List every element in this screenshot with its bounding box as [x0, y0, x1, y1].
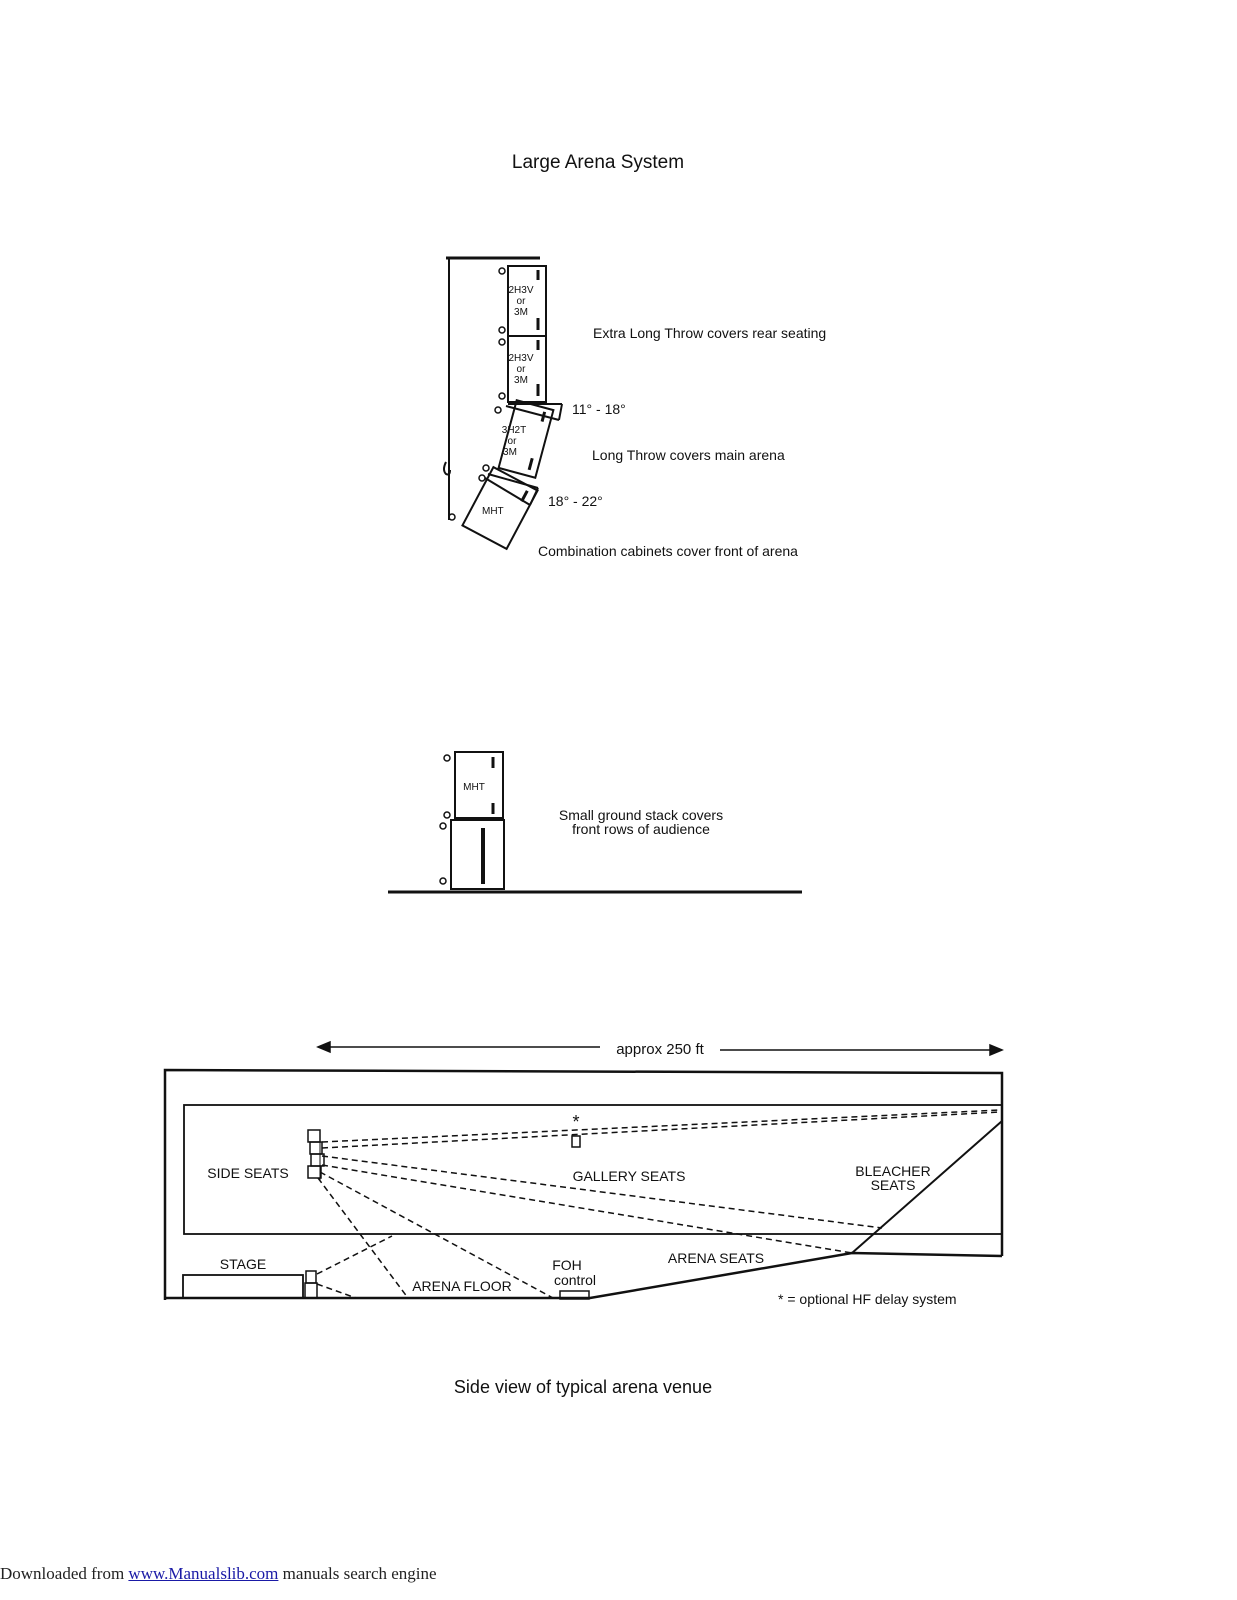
arrow-left-icon — [316, 1040, 331, 1054]
footer: Downloaded from www.Manualslib.com manua… — [0, 1564, 437, 1584]
cabinet-4 — [461, 465, 539, 551]
svg-text:3M: 3M — [514, 307, 528, 318]
coverage-line — [321, 1111, 1001, 1149]
coverage-line — [317, 1177, 409, 1299]
cabinet-1 — [507, 265, 547, 337]
gallery-seats-label: GALLERY SEATS — [573, 1168, 686, 1184]
svg-text:3H2T: 3H2T — [502, 425, 526, 436]
svg-text:or: or — [508, 436, 518, 447]
ground-note-line1: Small ground stack covers — [559, 807, 723, 823]
ground-note-line2: front rows of audience — [572, 821, 710, 837]
dimension-arrow — [316, 1040, 1004, 1057]
manualslib-link[interactable]: www.Manualslib.com — [128, 1564, 279, 1583]
cabinet-3-label: 3H2T or 3M — [502, 425, 526, 458]
footer-prefix: Downloaded from — [0, 1564, 129, 1583]
gallery-band — [183, 1104, 1003, 1235]
ground-cabinet-top — [454, 751, 504, 819]
arena-floor-label: ARENA FLOOR — [412, 1278, 512, 1294]
coverage-line — [316, 1235, 393, 1275]
coverage-lines — [316, 1109, 1001, 1299]
angle-lower-label: 18° - 22° — [548, 493, 603, 509]
delay-legend: * = optional HF delay system — [778, 1291, 957, 1307]
ground-cabinet-label: MHT — [463, 782, 485, 793]
svg-text:2H3V: 2H3V — [508, 285, 533, 296]
ground-stack — [388, 751, 802, 894]
stage-label: STAGE — [220, 1256, 266, 1272]
angle-lower-line — [487, 473, 539, 489]
cabinet-4-label: MHT — [482, 506, 504, 517]
ground-subwoofer — [450, 819, 505, 890]
foh-label-line1: FOH — [552, 1257, 582, 1273]
coverage-line — [321, 1109, 1001, 1143]
cabinet-3 — [497, 399, 555, 479]
side-seats-label: SIDE SEATS — [207, 1165, 288, 1181]
svg-text:2H3V: 2H3V — [508, 353, 533, 364]
arena-floor-line — [165, 1251, 1003, 1300]
stage-block — [182, 1274, 304, 1299]
dimension-label: approx 250 ft — [616, 1041, 704, 1058]
arena-seats-label: ARENA SEATS — [668, 1250, 764, 1266]
cabinet-1-label: 2H3V or 3M — [508, 285, 533, 318]
delay-marker: * — [572, 1112, 579, 1132]
footer-suffix: manuals search engine — [278, 1564, 437, 1583]
svg-text:or: or — [517, 364, 527, 375]
delay-speaker — [571, 1135, 581, 1148]
coverage-line — [319, 1171, 554, 1299]
note-long-throw: Long Throw covers main arena — [592, 447, 785, 463]
rig-points — [448, 267, 506, 521]
arrow-right-icon — [989, 1043, 1004, 1057]
note-combination: Combination cabinets cover front of aren… — [538, 543, 798, 559]
arena-outline — [163, 1068, 1004, 1300]
page-title: Large Arena System — [512, 152, 684, 173]
arena-ground-stack — [304, 1270, 318, 1299]
foh-desk — [559, 1290, 590, 1300]
bleacher-slope — [851, 1120, 1003, 1254]
svg-text:or: or — [517, 296, 527, 307]
rig-hook-icon — [443, 461, 451, 476]
diagram-caption: Side view of typical arena venue — [454, 1377, 712, 1397]
cabinet-2 — [507, 335, 547, 403]
angle-upper-label: 11° - 18° — [572, 401, 626, 417]
foh-label-line2: control — [554, 1272, 596, 1288]
coverage-line — [316, 1283, 357, 1299]
bleacher-label-line2: SEATS — [871, 1177, 916, 1193]
bleacher-label-line1: BLEACHER — [855, 1163, 930, 1179]
svg-text:3M: 3M — [514, 375, 528, 386]
note-extra-long-throw: Extra Long Throw covers rear seating — [593, 325, 826, 341]
coverage-line — [321, 1155, 883, 1229]
cabinet-2-label: 2H3V or 3M — [508, 353, 533, 386]
flown-array — [443, 256, 563, 551]
svg-text:3M: 3M — [503, 447, 517, 458]
